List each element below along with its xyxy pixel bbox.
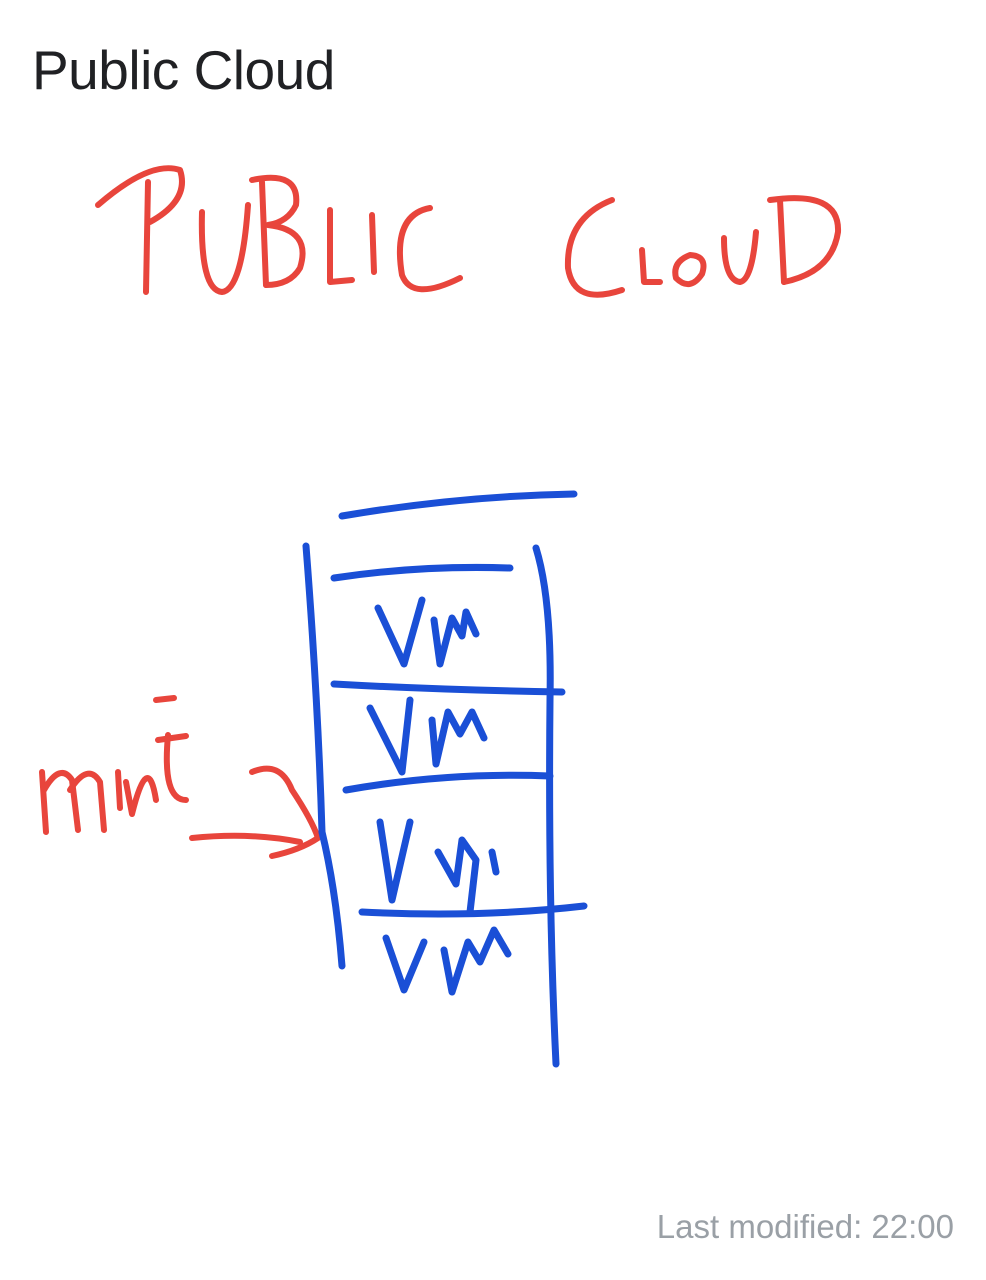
last-modified-timestamp: Last modified: 22:00 [656, 1208, 954, 1245]
handwritten-heading-public-cloud [95, 165, 842, 298]
handwritten-label-mine [39, 695, 189, 835]
arrow-icon [189, 765, 321, 859]
vm-label-4 [382, 926, 512, 996]
server-rack-drawing [302, 490, 588, 1068]
vm-label-1 [374, 596, 480, 668]
vm-label-2 [366, 696, 488, 776]
note-title[interactable]: Public Cloud [32, 39, 335, 101]
vm-label-3 [376, 818, 500, 916]
